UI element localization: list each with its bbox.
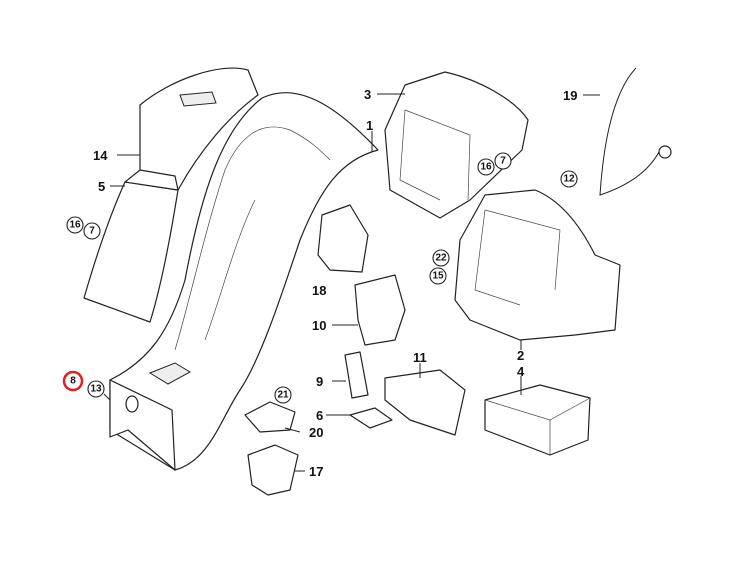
label-4: 4 (517, 364, 525, 379)
leader-lines (103, 93, 600, 472)
label-14: 14 (93, 148, 108, 163)
label-17: 17 (309, 464, 323, 479)
svg-text:22: 22 (435, 253, 447, 264)
callout-7-right: 7 (494, 152, 512, 170)
part-3-opening (399, 109, 471, 201)
label-9: 9 (316, 374, 323, 389)
label-11: 11 (413, 350, 427, 365)
part-4-box (484, 384, 591, 456)
label-3: 3 (364, 87, 371, 102)
part-6 (349, 407, 393, 429)
svg-text:12: 12 (563, 174, 575, 185)
part-1-inner (174, 126, 331, 351)
part-5-cushion (83, 181, 179, 323)
svg-text:15: 15 (432, 271, 444, 282)
part-19-end (658, 145, 672, 159)
label-1: 1 (366, 118, 373, 133)
label-10: 10 (312, 318, 326, 333)
label-19: 19 (563, 88, 577, 103)
svg-text:13: 13 (90, 384, 102, 395)
callout-22: 22 (432, 249, 450, 267)
part-5-clip (124, 169, 179, 191)
part-20-frame (244, 401, 296, 433)
part-19-cable (599, 67, 661, 196)
svg-text:7: 7 (500, 156, 506, 167)
callout-13: 13 (87, 380, 105, 398)
part-14-lid (139, 67, 259, 191)
svg-text:21: 21 (277, 390, 289, 401)
part-18-actuator (317, 204, 369, 273)
callout-15: 15 (429, 267, 447, 285)
svg-text:8: 8 (70, 376, 76, 387)
callout-16-left: 16 (66, 216, 84, 234)
part-1-cupholder (148, 362, 192, 385)
callout-8-highlighted[interactable]: 8 (62, 370, 84, 392)
part-2-opening (474, 209, 561, 306)
callout-21: 21 (274, 386, 292, 404)
svg-text:7: 7 (89, 226, 95, 237)
part-10-lock (354, 274, 406, 346)
label-20: 20 (309, 425, 323, 440)
label-2: 2 (517, 348, 524, 363)
label-6: 6 (316, 408, 323, 423)
part-11-tray (384, 369, 466, 436)
part-4-inner (484, 397, 591, 455)
part-14-slot (179, 91, 217, 107)
callout-12: 12 (560, 170, 578, 188)
part-17-cup (247, 444, 299, 496)
part-3-bracket (384, 71, 529, 219)
label-18: 18 (312, 283, 326, 298)
svg-text:16: 16 (69, 220, 81, 231)
callout-16-right: 16 (477, 158, 495, 176)
part-2-housing (454, 189, 621, 341)
svg-text:16: 16 (480, 162, 492, 173)
label-5: 5 (98, 179, 105, 194)
callout-7-left: 7 (83, 222, 101, 240)
part-9 (344, 351, 369, 399)
part-1-boss (125, 395, 139, 413)
